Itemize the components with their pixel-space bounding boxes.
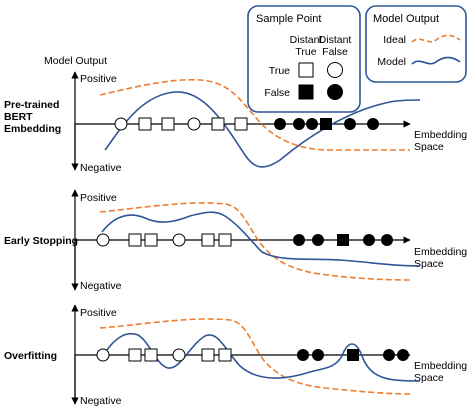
row-false-label: False — [264, 87, 290, 99]
panel-overfitting: Positive Negative Overfitting Embedding … — [4, 304, 467, 407]
legend-circle-filled — [327, 84, 343, 100]
col-true-line2: True — [295, 46, 316, 58]
marker-circle-filled — [344, 118, 356, 130]
marker-circle-filled — [381, 234, 393, 246]
marker-square-open — [128, 233, 142, 247]
marker-circle-filled — [397, 349, 409, 361]
panel-early-stopping: Positive Negative Early Stopping Embeddi… — [4, 189, 467, 292]
sample-markers — [96, 348, 409, 362]
model-line-sample — [411, 56, 461, 65]
panel-label-line1: Overfitting — [4, 350, 57, 362]
axis-title: Model Output — [44, 55, 107, 67]
positive-label: Positive — [80, 192, 117, 204]
negative-label: Negative — [80, 280, 122, 292]
model-output-title: Model Output — [373, 13, 439, 25]
ideal-curve — [99, 202, 411, 281]
marker-square-open — [201, 348, 215, 362]
model-output-legend: Model Output Ideal Model — [365, 5, 467, 83]
marker-square-open — [144, 348, 158, 362]
sample-markers — [96, 233, 393, 247]
marker-circle-filled — [312, 234, 324, 246]
marker-circle-filled — [293, 234, 305, 246]
model-label: Model — [377, 56, 406, 68]
col-false-line2: False — [322, 46, 348, 58]
marker-circle-open — [96, 348, 110, 362]
marker-square-open — [128, 348, 142, 362]
panel-label-line1: Early Stopping — [4, 235, 78, 247]
row-true-label: True — [269, 65, 290, 77]
x-axis-label-line1: Embedding — [414, 360, 467, 372]
marker-circle-open — [172, 233, 186, 247]
marker-square-open — [161, 117, 175, 131]
legend-square-open — [298, 62, 314, 78]
positive-label: Positive — [80, 307, 117, 319]
ideal-line-sample — [411, 34, 461, 43]
sample-point-title: Sample Point — [256, 13, 321, 25]
panel-pretrained: Positive Negative Pre-trained BERT Embed… — [4, 71, 467, 174]
x-axis-label-line1: Embedding — [414, 246, 467, 258]
model-curve — [101, 211, 421, 267]
model-curve — [104, 91, 421, 168]
marker-circle-open — [187, 117, 201, 131]
panel-label-line2: BERT — [4, 111, 33, 123]
legend-circle-open — [327, 62, 343, 78]
marker-circle-filled — [367, 118, 379, 130]
ideal-curve — [99, 318, 411, 395]
marker-circle-filled — [363, 234, 375, 246]
marker-square-open — [138, 117, 152, 131]
marker-square-open — [211, 117, 225, 131]
marker-square-open — [218, 348, 232, 362]
marker-square-filled — [320, 118, 332, 130]
col-true-line1: Distant — [290, 34, 323, 46]
marker-circle-open — [172, 348, 186, 362]
sample-markers — [114, 117, 379, 131]
ideal-curve — [99, 78, 410, 151]
negative-label: Negative — [80, 395, 122, 407]
marker-square-open — [144, 233, 158, 247]
x-axis-label-line2: Space — [414, 141, 444, 153]
sample-point-legend: Sample Point Distant True Distant False … — [247, 5, 361, 113]
marker-square-filled — [347, 349, 359, 361]
marker-square-filled — [337, 234, 349, 246]
marker-square-open — [218, 233, 232, 247]
col-false-line1: Distant — [319, 34, 352, 46]
marker-circle-open — [96, 233, 110, 247]
marker-circle-filled — [293, 118, 305, 130]
ideal-label: Ideal — [383, 34, 406, 46]
negative-label: Negative — [80, 162, 122, 174]
marker-circle-filled — [312, 349, 324, 361]
x-axis-label-line2: Space — [414, 372, 444, 384]
marker-circle-filled — [383, 349, 395, 361]
marker-circle-filled — [306, 118, 318, 130]
marker-circle-open — [114, 117, 128, 131]
model-output-legend-box — [365, 5, 467, 83]
marker-square-open — [201, 233, 215, 247]
marker-circle-filled — [274, 118, 286, 130]
x-axis-label-line1: Embedding — [414, 129, 467, 141]
marker-circle-filled — [297, 349, 309, 361]
panel-label-line1: Pre-trained — [4, 99, 59, 111]
positive-label: Positive — [80, 73, 117, 85]
marker-square-open — [234, 117, 248, 131]
panel-label-line3: Embedding — [4, 123, 61, 135]
legend-square-filled — [298, 84, 314, 100]
x-axis-label-line2: Space — [414, 258, 444, 270]
sample-point-legend-box — [247, 5, 361, 113]
